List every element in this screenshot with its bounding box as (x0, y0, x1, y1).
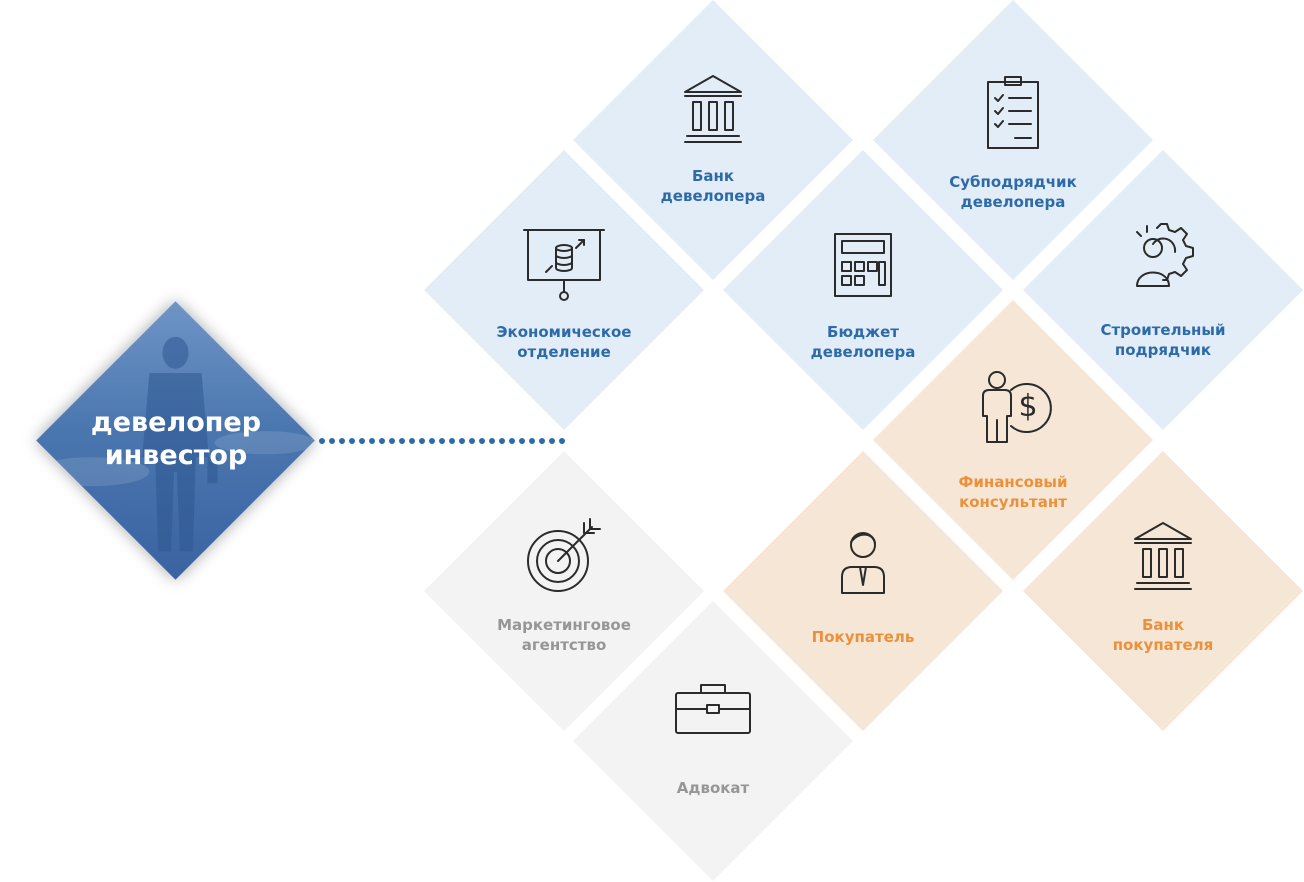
connector-dot (459, 438, 465, 444)
connector-dot (349, 438, 355, 444)
node-construction-contractor: Строительный подрядчик (1022, 149, 1304, 431)
connector-dot (519, 438, 525, 444)
node-label: Адвокат (676, 779, 750, 797)
node-label: Строительный подрядчик (1100, 321, 1226, 359)
connector-dot (479, 438, 485, 444)
dollar-glyph: $ (1018, 389, 1037, 424)
hero-title: девелопер инвестор (90, 407, 262, 471)
dotted-connector (319, 438, 565, 444)
developer-investor-node: девелопер инвестор (36, 301, 315, 580)
connector-dot (389, 438, 395, 444)
node-label: Банк девелопера (660, 167, 766, 205)
connector-dot (559, 438, 565, 444)
connector-dot (549, 438, 555, 444)
node-label: Банк покупателя (1112, 616, 1214, 654)
bank-icon (573, 72, 853, 152)
connector-dot (329, 438, 335, 444)
businessman-icon (723, 529, 1003, 601)
connector-dot (469, 438, 475, 444)
connector-dot (489, 438, 495, 444)
connector-dot (529, 438, 535, 444)
connector-dot (379, 438, 385, 444)
connector-dot (439, 438, 445, 444)
connector-dot (539, 438, 545, 444)
businessman-silhouette-icon (36, 336, 315, 552)
briefcase-icon (573, 681, 853, 741)
clipboard-icon (873, 74, 1153, 156)
connector-dot (499, 438, 505, 444)
node-label: Субподрядчик девелопера (949, 173, 1077, 211)
hero-background (36, 301, 315, 580)
gear-person-icon (1023, 222, 1303, 296)
node-economic-department: Экономическое отделение (423, 149, 705, 431)
connector-dot (339, 438, 345, 444)
node-label: Финансовый консультант (958, 473, 1068, 511)
node-budget: Бюджет девелопера (722, 149, 1004, 431)
person-dollar-icon: $ (873, 368, 1153, 450)
node-subcontractor: Субподрядчик девелопера (872, 0, 1154, 281)
node-label: Бюджет девелопера (810, 323, 916, 361)
connector-dot (369, 438, 375, 444)
node-label: Маркетинговое агентство (497, 616, 631, 654)
node-bank-developer: Банк девелопера (572, 0, 854, 281)
node-financial-consultant: $ Финансовый консультант (872, 299, 1154, 581)
presentation-board-icon (424, 226, 704, 310)
node-lawyer: Адвокат (572, 600, 854, 882)
connector-dot (359, 438, 365, 444)
connector-dot (509, 438, 515, 444)
bank-icon (1023, 519, 1303, 599)
node-label: Покупатель (811, 628, 915, 646)
connector-dot (319, 438, 325, 444)
node-buyer-bank: Банк покупателя (1022, 450, 1304, 732)
connector-dot (429, 438, 435, 444)
connector-dot (419, 438, 425, 444)
node-marketing-agency: Маркетинговое агентство (423, 450, 705, 732)
node-buyer: Покупатель (722, 450, 1004, 732)
node-label: Экономическое отделение (496, 323, 632, 361)
connector-dot (399, 438, 405, 444)
connector-dot (449, 438, 455, 444)
connector-dot (409, 438, 415, 444)
calculator-icon (723, 232, 1003, 302)
target-icon (424, 515, 704, 599)
tile-background (572, 600, 854, 882)
